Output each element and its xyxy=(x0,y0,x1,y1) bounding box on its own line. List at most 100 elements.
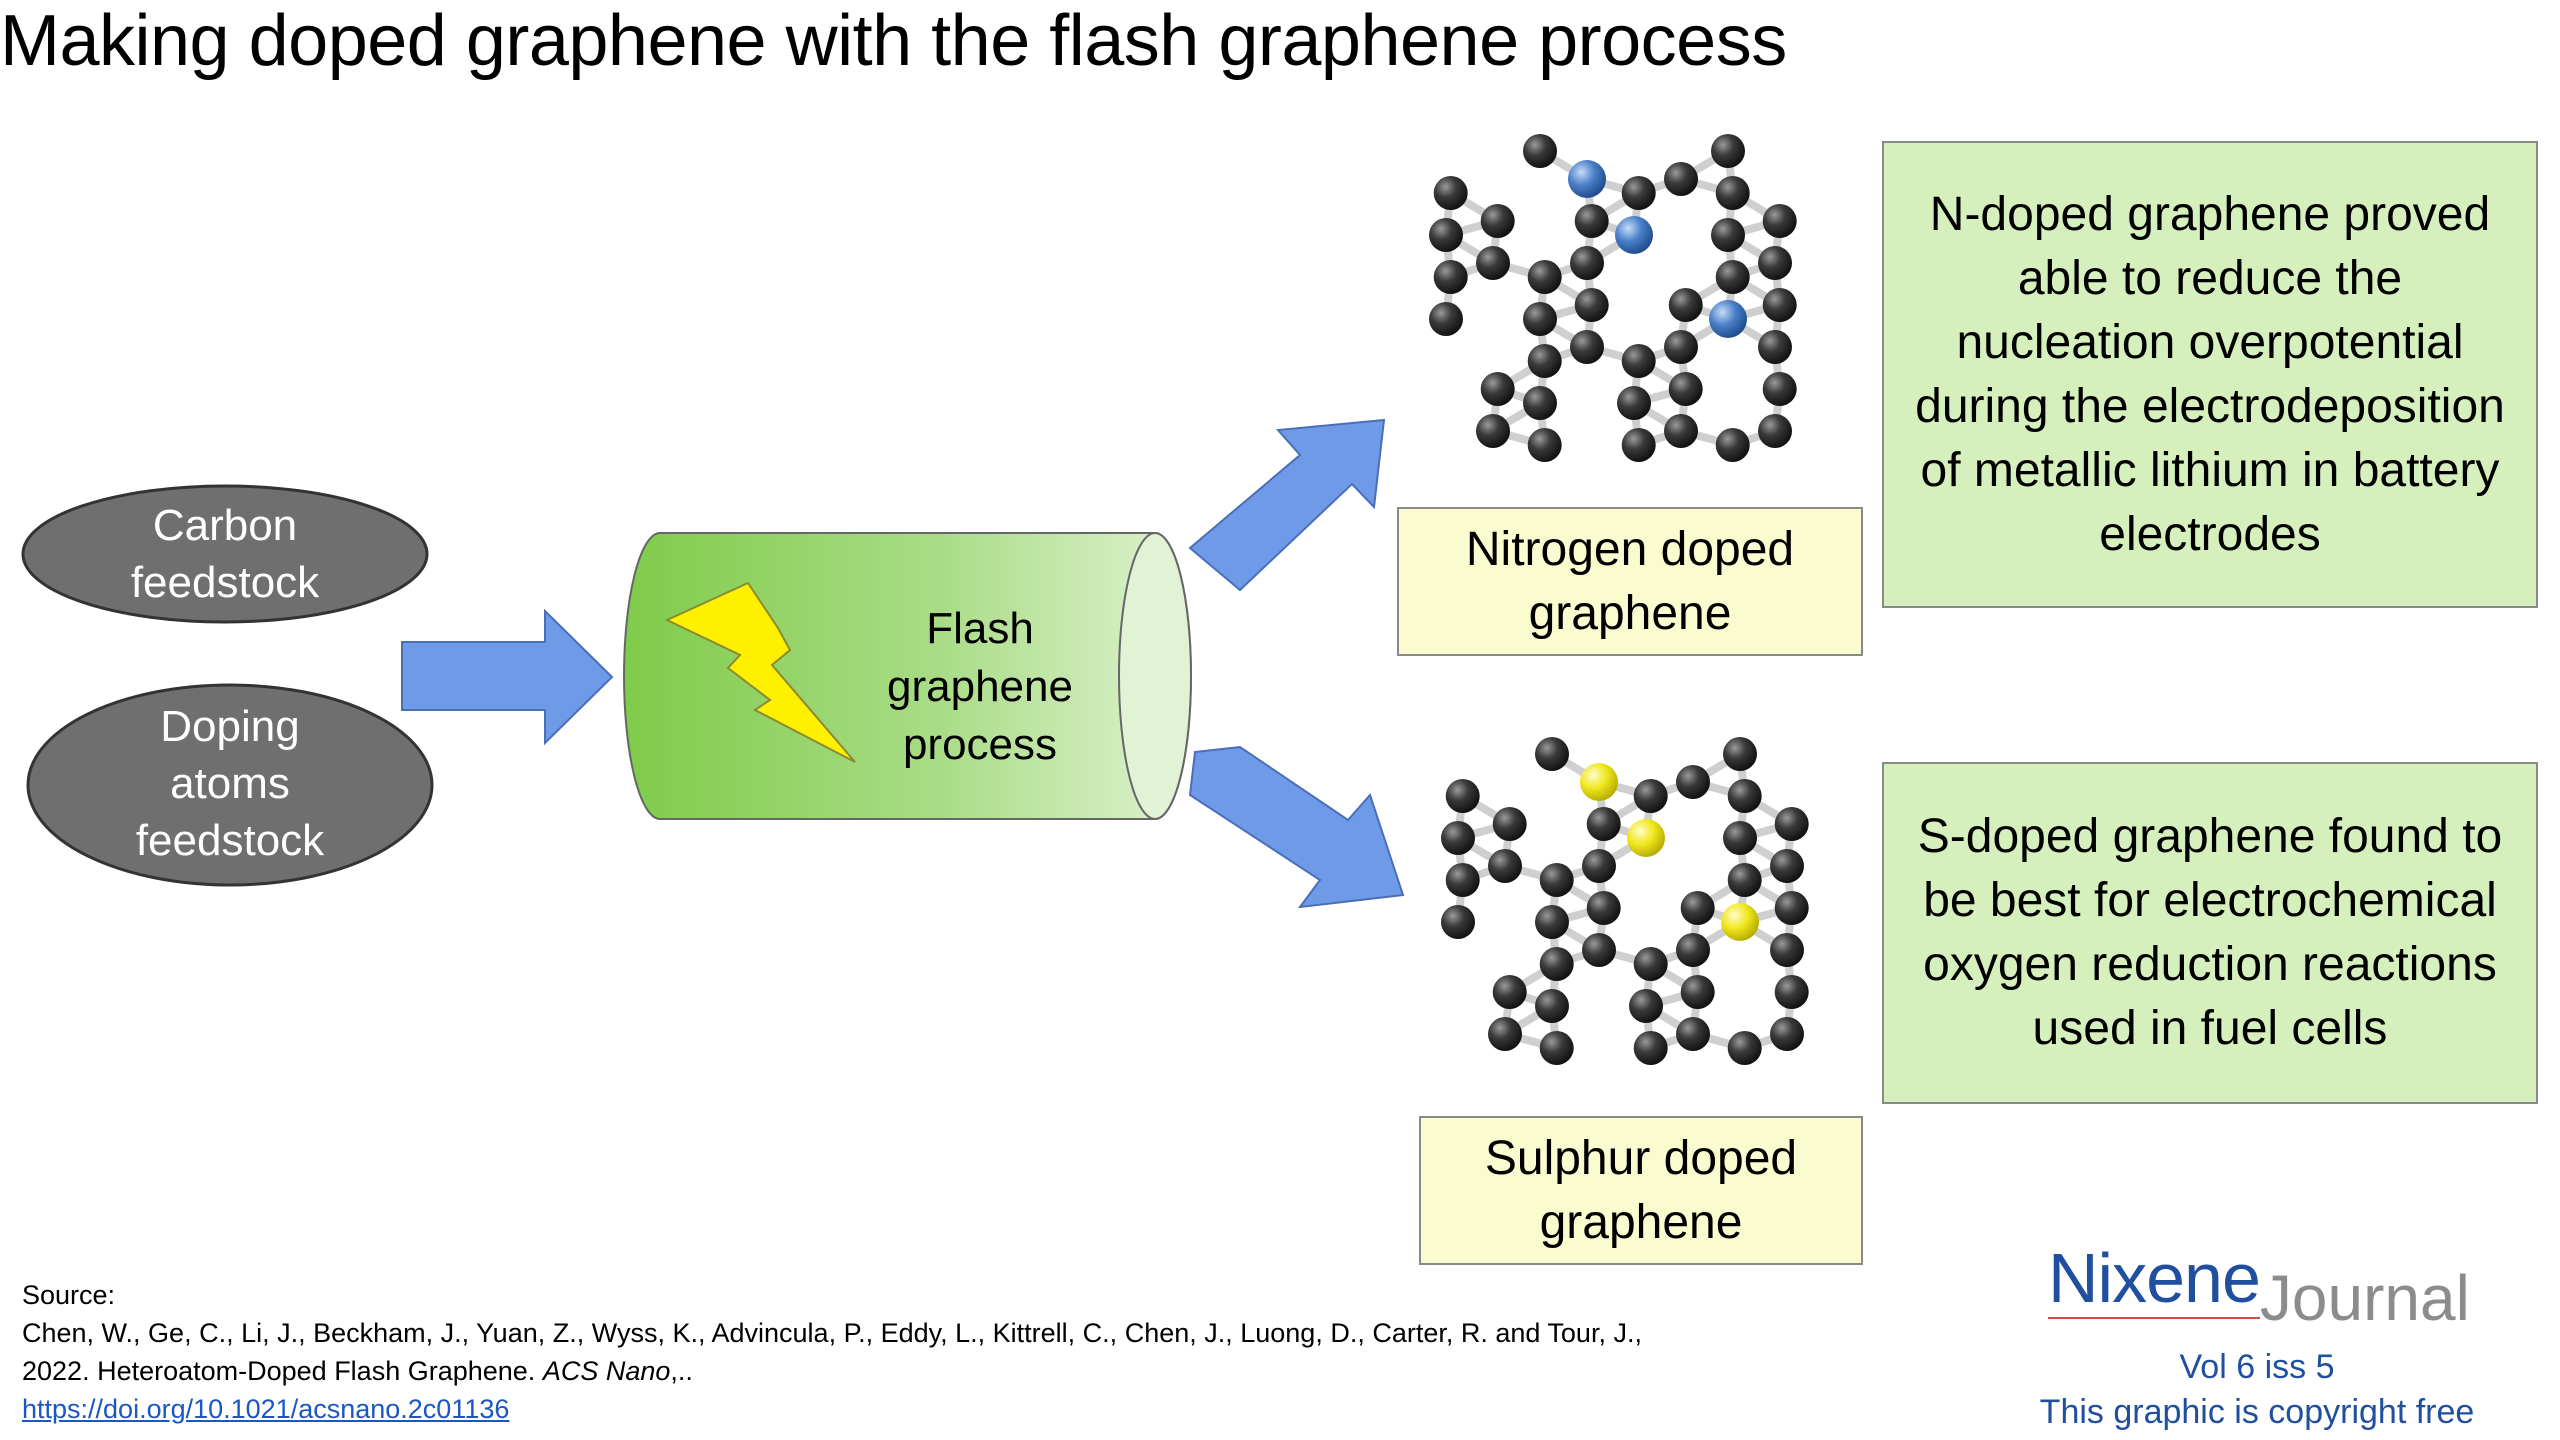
dopant-atom xyxy=(1709,300,1747,338)
carbon-atom xyxy=(1535,737,1569,771)
doping-feedstock-ellipse xyxy=(26,683,434,887)
carbon-atom xyxy=(1617,386,1651,420)
arrow-to-sulphur xyxy=(1188,745,1405,909)
carbon-atom xyxy=(1770,933,1804,967)
carbon-atom xyxy=(1535,905,1569,939)
carbon-atom xyxy=(1633,947,1668,981)
carbon-atom xyxy=(1574,204,1609,238)
carbon-feedstock-ellipse xyxy=(21,484,429,624)
carbon-atom xyxy=(1758,330,1792,364)
carbon-atom xyxy=(1711,218,1745,252)
nitrogen-doped-lattice xyxy=(1429,134,1797,462)
arrow-to-nitrogen xyxy=(1188,418,1386,592)
carbon-atom xyxy=(1539,1031,1574,1065)
carbon-atom xyxy=(1621,344,1656,378)
nitrogen-description-box: N-doped graphene proved able to reduce t… xyxy=(1882,141,2538,608)
carbon-atom xyxy=(1539,863,1574,897)
carbon-atom xyxy=(1445,863,1480,897)
volume-label: Vol 6 iss 5 xyxy=(2179,1348,2335,1386)
carbon-atom xyxy=(1633,779,1668,813)
carbon-atom xyxy=(1476,246,1510,280)
carbon-atom xyxy=(1480,372,1515,406)
carbon-atom xyxy=(1523,302,1557,336)
carbon-atom xyxy=(1723,821,1757,855)
source-citation: Source: Chen, W., Ge, C., Li, J., Beckha… xyxy=(22,1276,1642,1428)
carbon-atom xyxy=(1633,1031,1668,1065)
carbon-atom xyxy=(1715,260,1750,294)
carbon-feedstock-label: Carbon feedstock xyxy=(130,501,320,607)
doi-link[interactable]: https://doi.org/10.1021/acsnano.2c01136 xyxy=(22,1394,510,1424)
dopant-atom xyxy=(1721,903,1759,941)
carbon-atom xyxy=(1527,344,1562,378)
carbon-atom xyxy=(1480,204,1515,238)
carbon-atom xyxy=(1715,428,1750,462)
flash-process-label: Flash graphene process xyxy=(887,604,1073,769)
carbon-atom xyxy=(1774,807,1809,841)
carbon-atom xyxy=(1664,330,1698,364)
carbon-atom xyxy=(1488,1017,1522,1051)
carbon-atom xyxy=(1770,849,1804,883)
input-arrow xyxy=(401,608,614,746)
carbon-atom xyxy=(1523,134,1557,168)
dopant-atom xyxy=(1580,763,1618,801)
carbon-atom xyxy=(1727,863,1762,897)
carbon-atom xyxy=(1433,260,1468,294)
carbon-atom xyxy=(1527,428,1562,462)
carbon-atom xyxy=(1680,975,1715,1009)
carbon-atom xyxy=(1774,975,1809,1009)
dopant-atom xyxy=(1568,160,1606,198)
carbon-atom xyxy=(1429,302,1463,336)
carbon-atom xyxy=(1727,779,1762,813)
carbon-atom xyxy=(1441,905,1475,939)
carbon-atom xyxy=(1762,372,1797,406)
carbon-atom xyxy=(1770,1017,1804,1051)
carbon-atom xyxy=(1586,891,1621,925)
carbon-atom xyxy=(1727,1031,1762,1065)
carbon-atom xyxy=(1711,134,1745,168)
sulphur-doped-lattice xyxy=(1441,737,1809,1065)
carbon-atom xyxy=(1680,891,1715,925)
carbon-atom xyxy=(1621,428,1656,462)
carbon-atom xyxy=(1676,933,1710,967)
carbon-atom xyxy=(1758,246,1792,280)
carbon-atom xyxy=(1762,288,1797,322)
doping-feedstock-label: Doping atoms feedstock xyxy=(135,702,325,865)
carbon-atom xyxy=(1445,779,1480,813)
carbon-atom xyxy=(1723,737,1757,771)
carbon-atom xyxy=(1762,204,1797,238)
dopant-atom xyxy=(1627,819,1665,857)
source-heading: Source: xyxy=(22,1280,116,1310)
carbon-atom xyxy=(1523,386,1557,420)
carbon-atom xyxy=(1715,176,1750,210)
carbon-atom xyxy=(1574,288,1609,322)
page-title: Making doped graphene with the flash gra… xyxy=(0,1,1787,81)
carbon-atom xyxy=(1758,414,1792,448)
carbon-atom xyxy=(1664,414,1698,448)
carbon-atom xyxy=(1668,288,1703,322)
carbon-atom xyxy=(1629,989,1663,1023)
carbon-atom xyxy=(1582,933,1616,967)
carbon-atom xyxy=(1476,414,1510,448)
flash-cylinder xyxy=(623,532,1192,820)
carbon-atom xyxy=(1668,372,1703,406)
carbon-atom xyxy=(1433,176,1468,210)
source-line-1: Chen, W., Ge, C., Li, J., Beckham, J., Y… xyxy=(22,1318,1642,1348)
carbon-atom xyxy=(1492,975,1527,1009)
copyright-label: This graphic is copyright free xyxy=(2039,1393,2475,1431)
carbon-atom xyxy=(1774,891,1809,925)
carbon-atom xyxy=(1570,330,1604,364)
carbon-atom xyxy=(1664,162,1698,196)
nitrogen-label-box: Nitrogen doped graphene xyxy=(1397,507,1863,656)
carbon-atom xyxy=(1621,176,1656,210)
source-line-2: 2022. Heteroatom-Doped Flash Graphene. A… xyxy=(22,1356,693,1386)
carbon-atom xyxy=(1539,947,1574,981)
carbon-atom xyxy=(1570,246,1604,280)
sulphur-description-box: S-doped graphene found to be best for el… xyxy=(1882,762,2538,1104)
carbon-atom xyxy=(1441,821,1475,855)
sulphur-label-box: Sulphur doped graphene xyxy=(1419,1116,1863,1265)
nixene-journal-logo: NixeneJournal xyxy=(2048,1239,2470,1334)
carbon-atom xyxy=(1535,989,1569,1023)
carbon-atom xyxy=(1488,849,1522,883)
carbon-atom xyxy=(1586,807,1621,841)
